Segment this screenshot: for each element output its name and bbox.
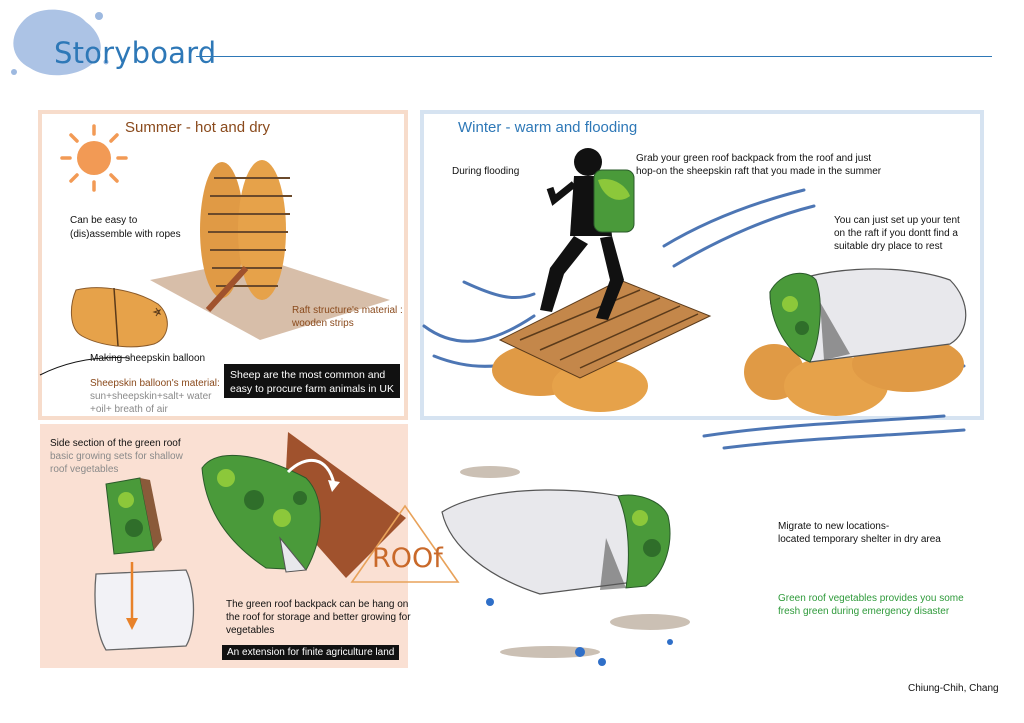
migrate-line-2: located temporary shelter in dry area bbox=[778, 534, 941, 545]
hang-line-2: the roof for storage and better growing … bbox=[226, 612, 411, 623]
winter-heading: Winter - warm and flooding bbox=[458, 119, 638, 136]
assemble-line-1: Can be easy to bbox=[70, 215, 138, 226]
raft-structure-illustration bbox=[150, 160, 390, 340]
tent-line-2: on the raft if you dontt find a bbox=[834, 228, 958, 239]
assemble-line-2: (dis)assemble with ropes bbox=[70, 229, 181, 240]
balloon-material-line-2: +oil+ breath of air bbox=[90, 404, 168, 415]
shelter-illustration bbox=[441, 466, 690, 666]
roof-triangle-icon bbox=[350, 504, 460, 583]
sheep-note-box: Sheep are the most common and easy to pr… bbox=[224, 364, 400, 398]
hang-line-3: vegetables bbox=[226, 625, 275, 636]
grab-line-2: hop-on the sheepskin raft that you made … bbox=[636, 166, 882, 177]
growing-sets-line-2: roof vegetables bbox=[50, 464, 119, 475]
title-divider bbox=[196, 56, 992, 57]
sheep-note-line-1: Sheep are the most common and bbox=[230, 369, 386, 381]
migrate-line-1: Migrate to new locations- bbox=[778, 521, 890, 532]
balloon-material-line-1: sun+sheepskin+salt+ water bbox=[90, 391, 212, 402]
vegetables-line-2: fresh green during emergency disaster bbox=[778, 606, 950, 617]
balloon-caption: Making sheepskin balloon bbox=[90, 353, 206, 364]
side-section-label: Side section of the green roof bbox=[50, 438, 181, 449]
balloon-material-label: Sheepskin balloon's material: bbox=[90, 378, 220, 389]
growing-sets-line-1: basic growing sets for shallow bbox=[50, 451, 183, 462]
summer-heading: Summer - hot and dry bbox=[125, 119, 271, 136]
page-title: Storyboard bbox=[54, 36, 217, 70]
raft-material-line-1: Raft structure's material : bbox=[292, 305, 403, 316]
hang-line-1: The green roof backpack can be hang on bbox=[226, 599, 409, 610]
grab-line-1: Grab your green roof backpack from the r… bbox=[636, 153, 872, 164]
raft-with-person-illustration bbox=[492, 148, 712, 412]
sheepskin-balloon-illustration bbox=[39, 287, 168, 376]
extension-label: An extension for finite agriculture land bbox=[222, 645, 400, 660]
author-credit: Chiung-Chih, Chang bbox=[908, 683, 999, 694]
roof-side-section-illustration bbox=[94, 477, 195, 651]
paint-splash-icon bbox=[11, 9, 109, 76]
tent-line-1: You can just set up your tent bbox=[834, 215, 960, 226]
sheep-note-line-2: easy to procure farm animals in UK bbox=[230, 383, 394, 395]
vegetables-line-1: Green roof vegetables provides you some bbox=[778, 593, 964, 604]
roof-backpack-illustration bbox=[201, 432, 406, 578]
during-flooding-label: During flooding bbox=[452, 166, 520, 177]
tent-on-raft-illustration bbox=[744, 268, 967, 416]
raft-material-line-2: wooden strips bbox=[292, 318, 354, 329]
tent-line-3: suitable dry place to rest bbox=[834, 241, 943, 252]
sun-icon bbox=[60, 124, 128, 192]
